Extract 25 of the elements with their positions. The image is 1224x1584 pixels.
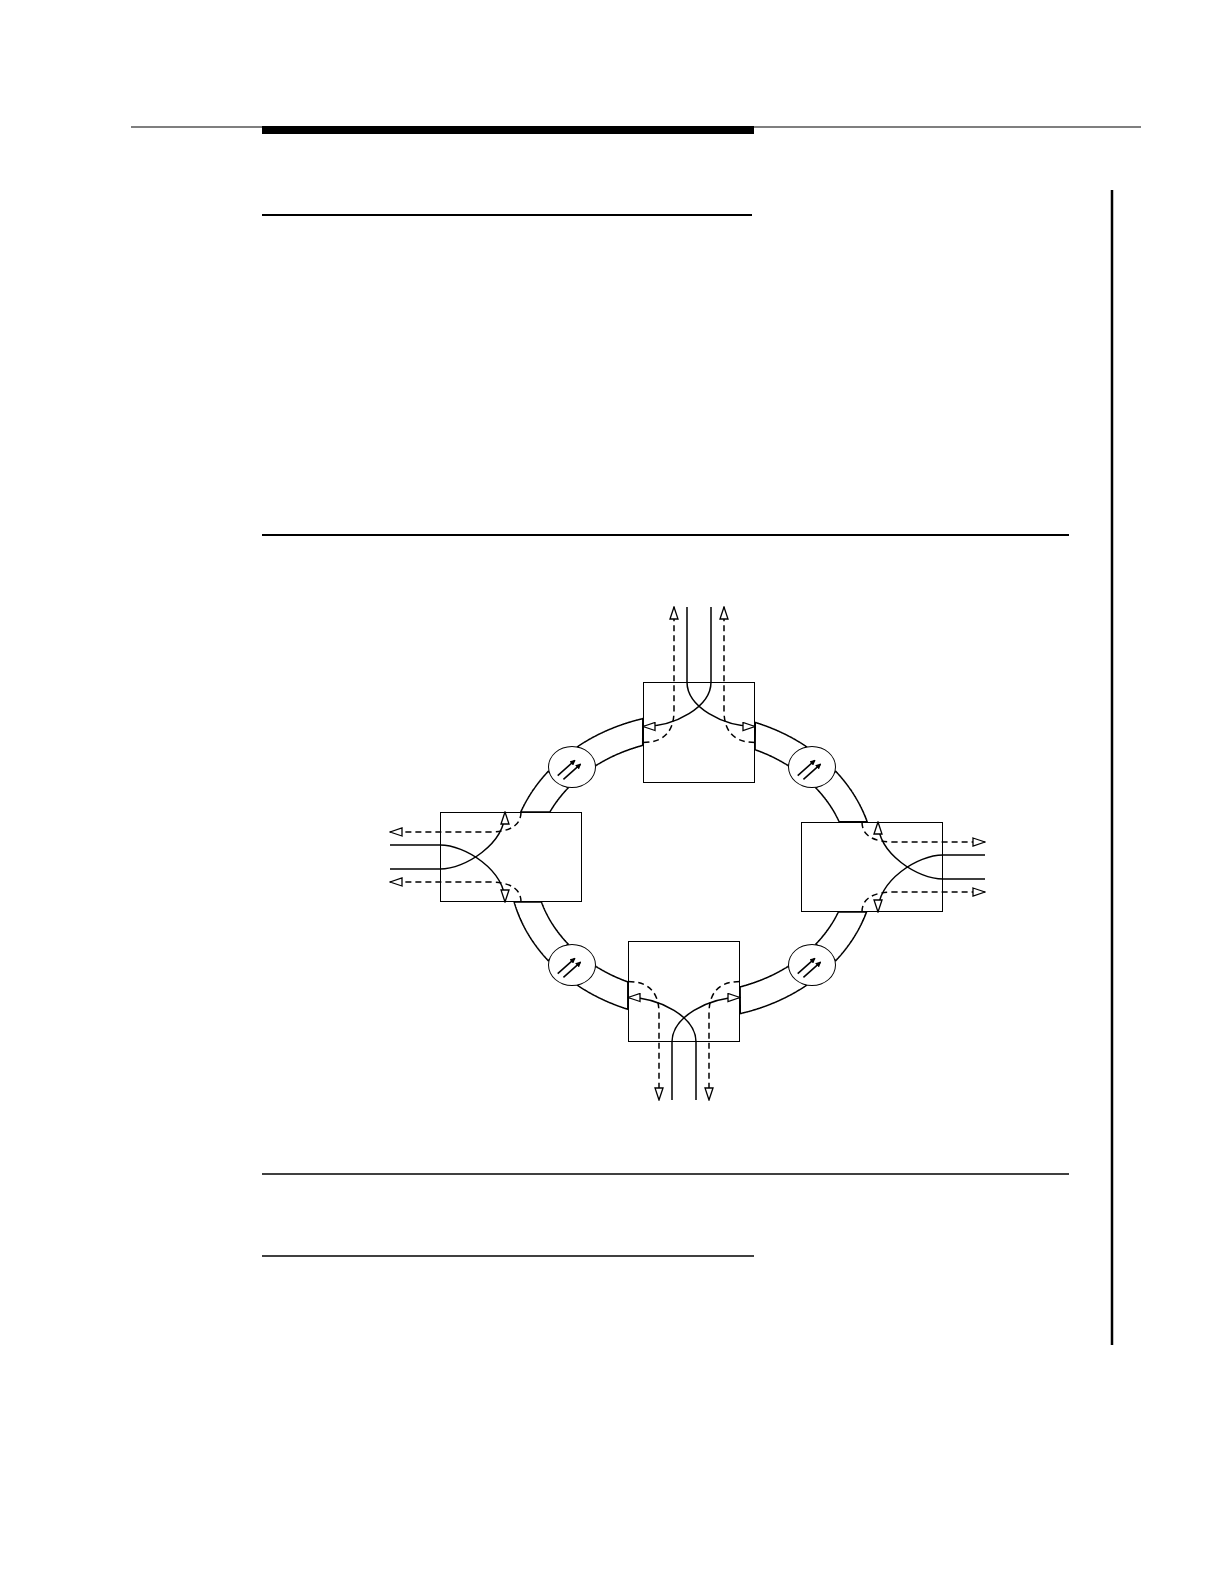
node-box bbox=[440, 812, 582, 902]
double-arrow-circle bbox=[788, 746, 837, 788]
dashed-arrow bbox=[704, 980, 741, 1101]
node-box bbox=[643, 682, 755, 783]
double-arrow-circle bbox=[547, 944, 596, 986]
double-arrow-circle bbox=[788, 944, 837, 986]
dashed-arrow bbox=[861, 887, 986, 913]
arrow bbox=[389, 811, 509, 870]
arrow bbox=[389, 844, 509, 903]
dashed-arrow bbox=[861, 821, 986, 847]
dashed-arrow bbox=[389, 811, 522, 837]
arrow bbox=[874, 854, 986, 913]
dashed-arrow bbox=[719, 606, 756, 744]
arrow bbox=[686, 606, 756, 731]
dashed-arrow bbox=[389, 877, 522, 903]
dashed-arrow bbox=[627, 980, 664, 1101]
dashed-arrow bbox=[642, 606, 679, 744]
arrow bbox=[671, 993, 741, 1101]
fiber-band bbox=[739, 965, 808, 1015]
double-arrow-circle bbox=[547, 746, 596, 788]
arrow bbox=[642, 606, 712, 731]
node-box bbox=[801, 822, 943, 912]
arrow bbox=[627, 993, 697, 1101]
arrow bbox=[874, 821, 986, 880]
node-box bbox=[628, 941, 740, 1042]
